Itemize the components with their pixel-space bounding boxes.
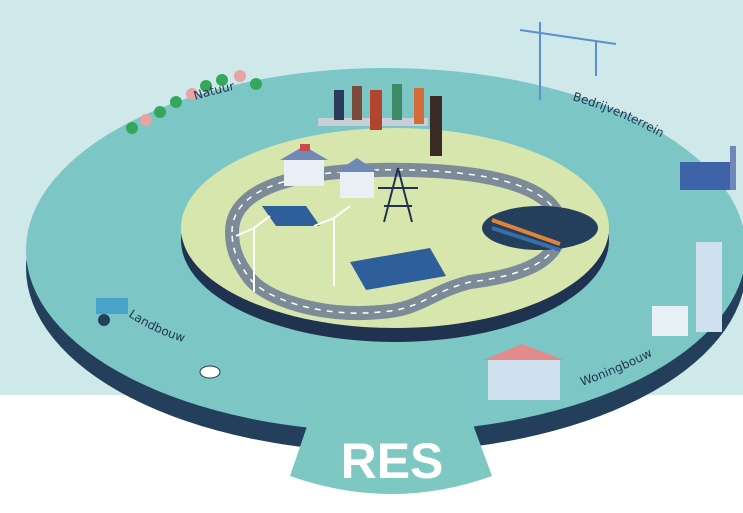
solar-field <box>262 206 446 290</box>
res-label: RES <box>341 433 444 489</box>
landbouw-items <box>96 298 221 379</box>
natuur-trees <box>126 70 262 134</box>
woningbouw-buildings <box>484 242 722 400</box>
power-pylon <box>378 167 418 223</box>
cable-bundle <box>491 218 561 246</box>
village-houses <box>280 144 378 198</box>
res-beam <box>290 330 492 494</box>
people-group <box>318 84 442 156</box>
factory <box>680 146 736 190</box>
crane <box>519 22 617 100</box>
road-pit <box>482 206 598 250</box>
wind-turbines <box>235 205 351 292</box>
flag <box>300 144 310 151</box>
cable-bundle-2 <box>491 226 561 252</box>
